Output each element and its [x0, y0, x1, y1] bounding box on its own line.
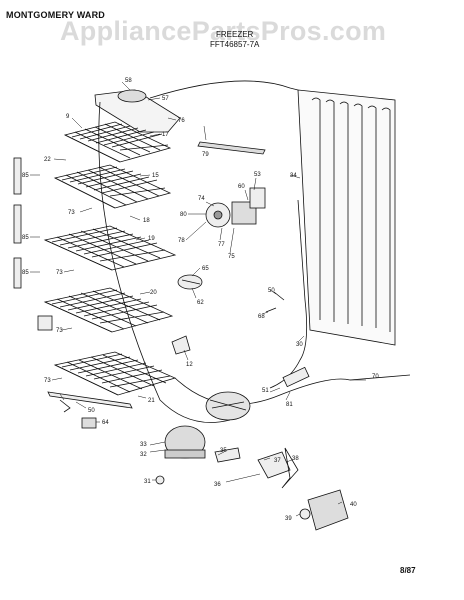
callout-64: 64: [102, 420, 109, 426]
callout-17: 17: [162, 132, 169, 138]
brand-label: MONTGOMERY WARD: [6, 10, 105, 20]
callout-80: 80: [180, 212, 187, 218]
callout-31: 31: [144, 479, 151, 485]
callout-73b: 73: [56, 270, 63, 276]
callout-20: 20: [150, 290, 157, 296]
screw-68: [265, 307, 277, 313]
callout-38: 38: [292, 456, 299, 462]
clip-64: [81, 417, 97, 429]
compressor-mount: [214, 447, 241, 463]
callout-57: 57: [162, 96, 169, 102]
callout-40: 40: [350, 502, 357, 508]
wire-shelf-5: [53, 351, 177, 396]
callout-73d: 73: [44, 378, 51, 384]
callout-36: 36: [214, 482, 221, 488]
callout-75: 75: [228, 254, 235, 260]
callout-18: 18: [143, 218, 150, 224]
callout-58: 58: [125, 78, 132, 84]
defrost-heater: [197, 141, 266, 155]
grommet-31: [155, 475, 165, 485]
callout-73c: 73: [56, 328, 63, 334]
bottom-rail: [47, 391, 133, 409]
callout-22: 22: [44, 157, 51, 163]
callout-35: 35: [220, 448, 227, 454]
revision-date: 8/87: [400, 566, 416, 575]
callout-79: 79: [202, 152, 209, 158]
callout-74: 74: [198, 196, 205, 202]
callout-76: 76: [178, 118, 185, 124]
suction-line: [174, 374, 411, 405]
relay: [257, 451, 291, 479]
callout-53: 53: [254, 172, 261, 178]
timer: [249, 187, 266, 209]
callout-12: 12: [186, 362, 193, 368]
bracket-51: [59, 399, 71, 413]
refrigerant-line: [149, 80, 299, 99]
callout-37: 37: [274, 458, 281, 464]
callout-73a: 73: [68, 210, 75, 216]
condenser-coils: [311, 97, 391, 332]
callout-50b: 50: [88, 408, 95, 414]
condenser-panel: [297, 89, 396, 346]
callout-85b: 85: [22, 235, 29, 241]
callout-51: 51: [262, 388, 269, 394]
callout-62: 62: [197, 300, 204, 306]
callout-78: 78: [178, 238, 185, 244]
callout-21: 21: [148, 398, 155, 404]
callout-33: 33: [140, 442, 147, 448]
shelf-support-2: [13, 204, 22, 244]
wire-shelf-2: [53, 164, 172, 209]
shelf-support-1: [13, 157, 22, 195]
callout-34: 34: [290, 173, 297, 179]
callout-15: 15: [152, 173, 159, 179]
drier: [282, 366, 310, 388]
callout-30: 30: [296, 342, 303, 348]
callout-65: 65: [202, 266, 209, 272]
product-type: FREEZER: [216, 30, 254, 39]
callout-9: 9: [66, 114, 70, 120]
return-line: [269, 199, 308, 389]
shelf-support-3: [13, 257, 22, 289]
condenser-fan-motor: [205, 391, 251, 421]
callout-39: 39: [285, 516, 292, 522]
callout-85c: 85: [22, 270, 29, 276]
callout-77: 77: [218, 242, 225, 248]
model-number: FFT46857-7A: [210, 40, 260, 49]
fan-motor-top: [117, 89, 147, 103]
callout-85a: 85: [22, 173, 29, 179]
callout-60: 60: [238, 184, 245, 190]
wire-shelf-3: [43, 225, 177, 271]
wire-shelf-1: [63, 121, 172, 163]
callout-50a: 50: [268, 288, 275, 294]
callout-68: 68: [258, 314, 265, 320]
power-cord: [281, 447, 299, 489]
light-housing: [37, 315, 53, 331]
model-title: FREEZER FFT46857-7A: [210, 30, 259, 50]
callout-32: 32: [140, 452, 147, 458]
screw-50: [273, 291, 285, 301]
callout-19: 19: [148, 236, 155, 242]
overload-cover: [307, 489, 349, 531]
wire-shelf-4: [43, 287, 174, 333]
bracket-12: [171, 335, 191, 355]
callout-70: 70: [372, 374, 379, 380]
callout-81: 81: [286, 402, 293, 408]
